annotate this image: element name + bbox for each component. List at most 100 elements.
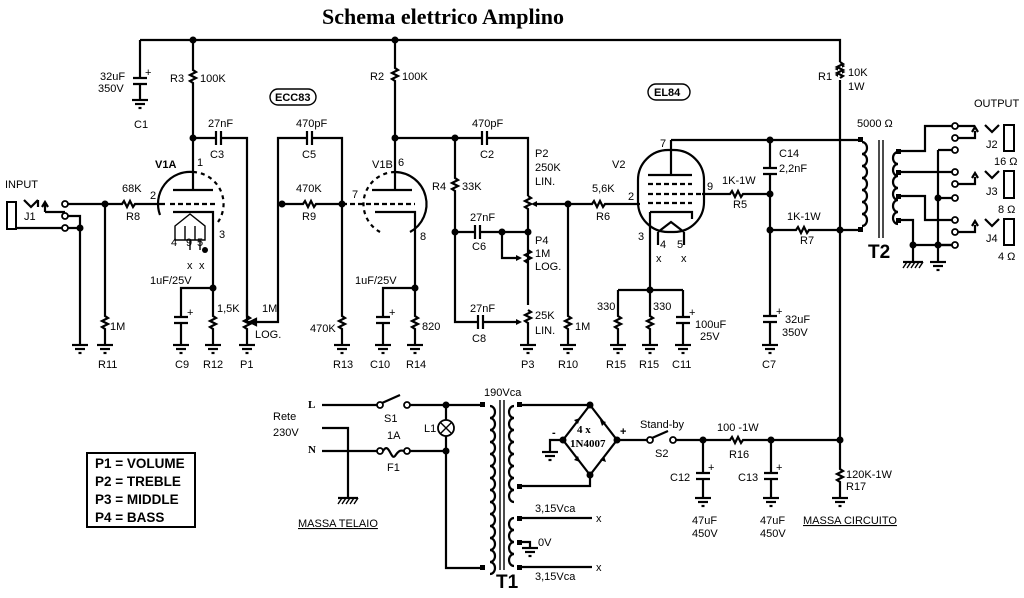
svg-text:230V: 230V bbox=[273, 427, 299, 439]
tone-stack: 470pF C2 R4 33K P2 250K LIN. 27nF C6 P4 … bbox=[395, 118, 568, 371]
svg-text:J4: J4 bbox=[986, 233, 998, 245]
svg-text:x: x bbox=[199, 260, 205, 272]
svg-text:x: x bbox=[596, 562, 602, 574]
svg-text:25K: 25K bbox=[535, 310, 555, 322]
svg-text:J1: J1 bbox=[24, 211, 36, 223]
svg-text:5,6K: 5,6K bbox=[592, 183, 615, 195]
svg-text:1,5K: 1,5K bbox=[217, 303, 240, 315]
svg-text:470K: 470K bbox=[310, 323, 336, 335]
svg-text:8 Ω: 8 Ω bbox=[998, 204, 1015, 216]
svg-text:C8: C8 bbox=[472, 333, 486, 345]
svg-text:32uF: 32uF bbox=[785, 314, 810, 326]
mains-input: L N Rete 230V MASSA TELAIO bbox=[273, 399, 378, 530]
svg-text:P3: P3 bbox=[521, 359, 534, 371]
svg-text:8: 8 bbox=[420, 231, 426, 243]
svg-text:68K: 68K bbox=[122, 183, 142, 195]
resistor-r1: R1 10K 1W bbox=[818, 63, 868, 93]
svg-text:1M: 1M bbox=[110, 321, 125, 333]
output-transformer-t2: 5000 Ω T2 bbox=[770, 118, 952, 272]
diagram-title: Schema elettrico Amplino bbox=[322, 4, 564, 29]
svg-text:R16: R16 bbox=[729, 449, 749, 461]
switch-s2-standby[interactable]: Stand-by S2 bbox=[617, 419, 685, 460]
svg-text:x: x bbox=[187, 260, 193, 272]
svg-text:27nF: 27nF bbox=[470, 212, 495, 224]
svg-text:x: x bbox=[596, 513, 602, 525]
svg-text:1M: 1M bbox=[575, 321, 590, 333]
svg-text:7: 7 bbox=[660, 138, 666, 150]
svg-text:+: + bbox=[389, 307, 395, 319]
svg-text:5: 5 bbox=[197, 237, 203, 249]
resistor-r3: R3 100K bbox=[170, 40, 226, 142]
svg-text:S1: S1 bbox=[384, 413, 397, 425]
resistor-r11: 1M R11 bbox=[68, 200, 125, 371]
svg-text:R14: R14 bbox=[406, 359, 426, 371]
capacitor-c5: 470pF C5 bbox=[296, 118, 344, 204]
svg-text:100uF: 100uF bbox=[695, 319, 726, 331]
svg-text:P2: P2 bbox=[535, 148, 548, 160]
legend-item: P2 = TREBLE bbox=[95, 474, 181, 489]
svg-text:2: 2 bbox=[150, 190, 156, 202]
svg-text:1W: 1W bbox=[848, 81, 865, 93]
svg-text:4 Ω: 4 Ω bbox=[998, 251, 1015, 263]
svg-text:LIN.: LIN. bbox=[535, 325, 555, 337]
capacitor-c10: + 1uF/25V C10 bbox=[355, 275, 419, 371]
svg-text:C7: C7 bbox=[762, 359, 776, 371]
svg-text:1N4007: 1N4007 bbox=[570, 438, 606, 450]
svg-text:2: 2 bbox=[628, 191, 634, 203]
svg-text:LOG.: LOG. bbox=[535, 261, 561, 273]
bridge-rectifier: - + 4 x 1N4007 bbox=[520, 401, 626, 488]
svg-text:INPUT: INPUT bbox=[5, 179, 38, 191]
svg-text:4: 4 bbox=[171, 237, 177, 249]
svg-text:470pF: 470pF bbox=[296, 118, 327, 130]
svg-text:x: x bbox=[681, 253, 687, 265]
resistor-r9: 470K R9 bbox=[278, 183, 346, 223]
svg-text:10K: 10K bbox=[848, 67, 868, 79]
svg-text:3: 3 bbox=[638, 231, 644, 243]
capacitor-c1: + 32uF 350V C1 bbox=[98, 67, 151, 131]
svg-text:T1: T1 bbox=[496, 572, 519, 593]
svg-text:+: + bbox=[187, 307, 193, 319]
svg-text:N: N bbox=[308, 444, 316, 456]
svg-text:L1: L1 bbox=[424, 423, 436, 435]
output-jacks[interactable]: OUTPUT J2 16 Ω J3 8 Ω J4 4 Ω bbox=[938, 98, 1020, 263]
svg-text:-: - bbox=[552, 427, 556, 439]
resistor-r8: 68K R8 bbox=[105, 183, 165, 223]
svg-text:MASSA CIRCUITO: MASSA CIRCUITO bbox=[803, 515, 897, 527]
svg-text:P1: P1 bbox=[240, 359, 253, 371]
svg-text:x: x bbox=[656, 253, 662, 265]
svg-text:R3: R3 bbox=[170, 73, 184, 85]
svg-text:0V: 0V bbox=[538, 537, 552, 549]
svg-text:5000 Ω: 5000 Ω bbox=[857, 118, 893, 130]
svg-text:470pF: 470pF bbox=[472, 118, 503, 130]
svg-text:EL84: EL84 bbox=[654, 87, 681, 99]
svg-text:1K-1W: 1K-1W bbox=[787, 211, 821, 223]
svg-text:T2: T2 bbox=[868, 242, 890, 263]
svg-text:820: 820 bbox=[422, 321, 440, 333]
svg-text:4: 4 bbox=[660, 239, 666, 251]
legend-item: P3 = MIDDLE bbox=[95, 492, 179, 507]
svg-text:J3: J3 bbox=[986, 186, 998, 198]
switch-s1[interactable]: S1 bbox=[376, 393, 446, 425]
svg-text:330: 330 bbox=[597, 301, 615, 313]
svg-text:470K: 470K bbox=[296, 183, 322, 195]
legend-item: P1 = VOLUME bbox=[95, 456, 185, 471]
svg-text:27nF: 27nF bbox=[470, 303, 495, 315]
psu-filter: 100 -1W R16 + C12 47uF 450V + C13 47uF 4… bbox=[670, 230, 897, 540]
resistor-r2: R2 100K bbox=[370, 40, 428, 142]
svg-text:47uF: 47uF bbox=[760, 515, 785, 527]
svg-text:+: + bbox=[776, 462, 782, 474]
svg-text:100 -1W: 100 -1W bbox=[717, 422, 759, 434]
svg-text:1A: 1A bbox=[387, 430, 401, 442]
power-transformer-t1: 190Vca T1 0V 3,15Vca 3,15Vca x x bbox=[446, 387, 602, 593]
svg-text:350V: 350V bbox=[98, 83, 124, 95]
svg-text:16 Ω: 16 Ω bbox=[994, 156, 1018, 168]
tube-v2: V2 7 2 9 3 4 5 x x bbox=[612, 138, 770, 290]
input-jack-j1[interactable]: INPUT J1 bbox=[5, 179, 90, 355]
svg-text:R13: R13 bbox=[333, 359, 353, 371]
svg-text:+: + bbox=[145, 67, 151, 79]
svg-text:LIN.: LIN. bbox=[535, 176, 555, 188]
svg-text:450V: 450V bbox=[692, 528, 718, 540]
svg-text:47uF: 47uF bbox=[692, 515, 717, 527]
svg-text:C10: C10 bbox=[370, 359, 390, 371]
